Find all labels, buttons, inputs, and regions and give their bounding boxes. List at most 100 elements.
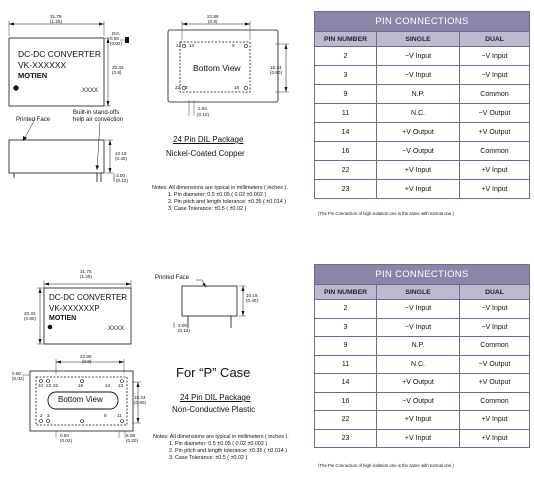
single-cell: N.C. xyxy=(376,103,460,123)
top-dia-label: DIA xyxy=(112,31,120,36)
top-note-0: Notes: All dimensions are typical in mil… xyxy=(152,185,288,191)
pin-number: 2 xyxy=(314,299,377,319)
bottom-module-brand: MOTIEN xyxy=(49,315,77,322)
pin-number: 11 xyxy=(314,354,377,374)
pin-number: 3 xyxy=(314,317,377,337)
top-package-name: 24 Pin DIL Package xyxy=(173,135,244,144)
top-table-header-pin: PIN NUMBER xyxy=(314,31,377,47)
pin-number: 9 xyxy=(314,84,377,104)
top-dia-val: 0.50 xyxy=(110,36,119,41)
single-cell: −V Output xyxy=(376,391,460,411)
single-cell: −V Input xyxy=(376,317,460,337)
table-row: 14+V Output+V Output xyxy=(314,122,531,142)
dual-cell: −V Input xyxy=(458,299,531,319)
bottom-module-line2: VK-XXXXXXP xyxy=(49,304,100,313)
pin-number: 22 xyxy=(314,160,377,180)
dual-cell: Common xyxy=(458,391,531,411)
bottom-pin-x: 0.50 xyxy=(60,433,69,438)
bottom-bv-height-in: (0.60) xyxy=(134,400,147,405)
dual-cell: −V Input xyxy=(458,317,531,337)
table-row: 3−V Input−V Input xyxy=(314,317,531,337)
bottom-pin1-dot xyxy=(47,324,53,330)
top-bottom-view-outline xyxy=(167,29,279,103)
pin-number: 3 xyxy=(314,65,377,85)
single-cell: +V Input xyxy=(376,410,460,430)
top-table-footnote: (The Pin Connection of high isolation on… xyxy=(318,211,454,216)
top-lead-in: (0.12) xyxy=(116,178,129,183)
pin-section-icon xyxy=(125,37,129,43)
top-height-dim: 20.32 xyxy=(112,65,124,70)
bottom-pin-3: 3 xyxy=(47,413,50,418)
bottom-table-title: PIN CONNECTIONS xyxy=(313,264,531,285)
table-row: 22+V Input+V Input xyxy=(314,410,531,430)
table-row: 23+V Input+V Input xyxy=(314,428,531,448)
bottom-pin-24: 24 xyxy=(38,383,44,388)
table-row: 23+V Input+V Input xyxy=(314,179,531,199)
single-cell: −V Input xyxy=(376,65,460,85)
single-cell: +V Output xyxy=(376,373,460,393)
single-cell: N.P. xyxy=(376,336,460,356)
pin-number: 23 xyxy=(314,179,377,199)
top-pin-table: PIN CONNECTIONS PIN NUMBER SINGLE DUAL 2… xyxy=(313,11,531,199)
bottom-bottom-view-outline xyxy=(29,370,134,432)
pin-number: 11 xyxy=(314,103,377,123)
top-bottom-view-label: Bottom View xyxy=(193,63,241,73)
top-pin-13: 13 xyxy=(189,43,195,48)
top-module-brand: MOTIEN xyxy=(18,71,48,80)
top-bv-width-in: (0.9) xyxy=(208,19,218,24)
bottom-left-in: (0.02) xyxy=(12,376,25,381)
top-standoff-label1: Built-in stand-offs xyxy=(73,110,120,116)
dual-cell: −V Output xyxy=(458,103,531,123)
table-row: 3−V Input−V Input xyxy=(314,65,531,85)
single-cell: −V Input xyxy=(376,299,460,319)
bottom-table-header-dual: DUAL xyxy=(458,284,531,300)
dual-cell: +V Output xyxy=(458,122,531,142)
bottom-bottom-view-label: Bottom View xyxy=(58,395,103,404)
dual-cell: +V Output xyxy=(458,373,531,393)
bottom-side-view xyxy=(181,285,238,317)
top-pitch-in: (0.10) xyxy=(197,112,210,117)
top-pitch: 2.54 xyxy=(198,106,207,111)
top-table-header-single: SINGLE xyxy=(376,31,460,47)
top-bv-height-in: (0.60) xyxy=(270,70,283,75)
bottom-bv-width-in: (0.9) xyxy=(82,359,92,364)
top-module-outline xyxy=(8,37,105,107)
bottom-case-title: For “P” Case xyxy=(176,365,251,380)
dual-cell: +V Input xyxy=(458,160,531,180)
top-module-line1: DC-DC CONVERTER xyxy=(18,49,101,59)
top-pin-9: 9 xyxy=(232,43,235,48)
bottom-pitch-in: (0.20) xyxy=(126,438,139,443)
top-bottom-view-inner xyxy=(179,41,251,93)
top-table-title: PIN CONNECTIONS xyxy=(313,11,531,32)
bottom-note-1: 1. Pin diameter: 0.5 ±0.05 ( 0.02 ±0.002… xyxy=(169,441,268,447)
bottom-table-footnote: (The Pin Connection of high isolation on… xyxy=(318,463,454,468)
top-side-h-in: (0.40) xyxy=(115,156,128,161)
table-row: 2−V Input−V Input xyxy=(314,299,531,319)
table-row: 22+V Input+V Input xyxy=(314,160,531,180)
bottom-bottom-view-inner xyxy=(35,376,128,426)
bottom-printed-face-label: Printed Face xyxy=(155,275,190,281)
dual-cell: −V Output xyxy=(458,354,531,374)
bottom-note-2: 2. Pin pitch and length tolerance: ±0.35… xyxy=(169,448,287,454)
top-printed-face-label: Printed Face xyxy=(16,117,51,123)
bottom-pitch: 5.08 xyxy=(126,433,135,438)
bottom-pin-23: 23 xyxy=(46,383,52,388)
pin-number: 23 xyxy=(314,428,377,448)
single-cell: +V Output xyxy=(376,122,460,142)
bottom-notes: Notes: All dimensions are typical in mil… xyxy=(153,434,289,462)
bottom-module-outline xyxy=(43,287,132,345)
dual-cell: Common xyxy=(458,336,531,356)
pin-number: 16 xyxy=(314,391,377,411)
bottom-pin-11: 11 xyxy=(117,413,122,418)
single-cell: N.C. xyxy=(376,354,460,374)
top-module-code: XXXX xyxy=(82,88,99,94)
pin-number: 22 xyxy=(314,410,377,430)
top-package-material: Nickel-Coated Copper xyxy=(166,149,245,158)
bottom-table-header-pin: PIN NUMBER xyxy=(314,284,377,300)
bottom-pin-x-in: (0.02) xyxy=(60,438,73,443)
top-side-h: 10.16 xyxy=(115,151,127,156)
bottom-side-h: 10.16 xyxy=(246,293,258,298)
